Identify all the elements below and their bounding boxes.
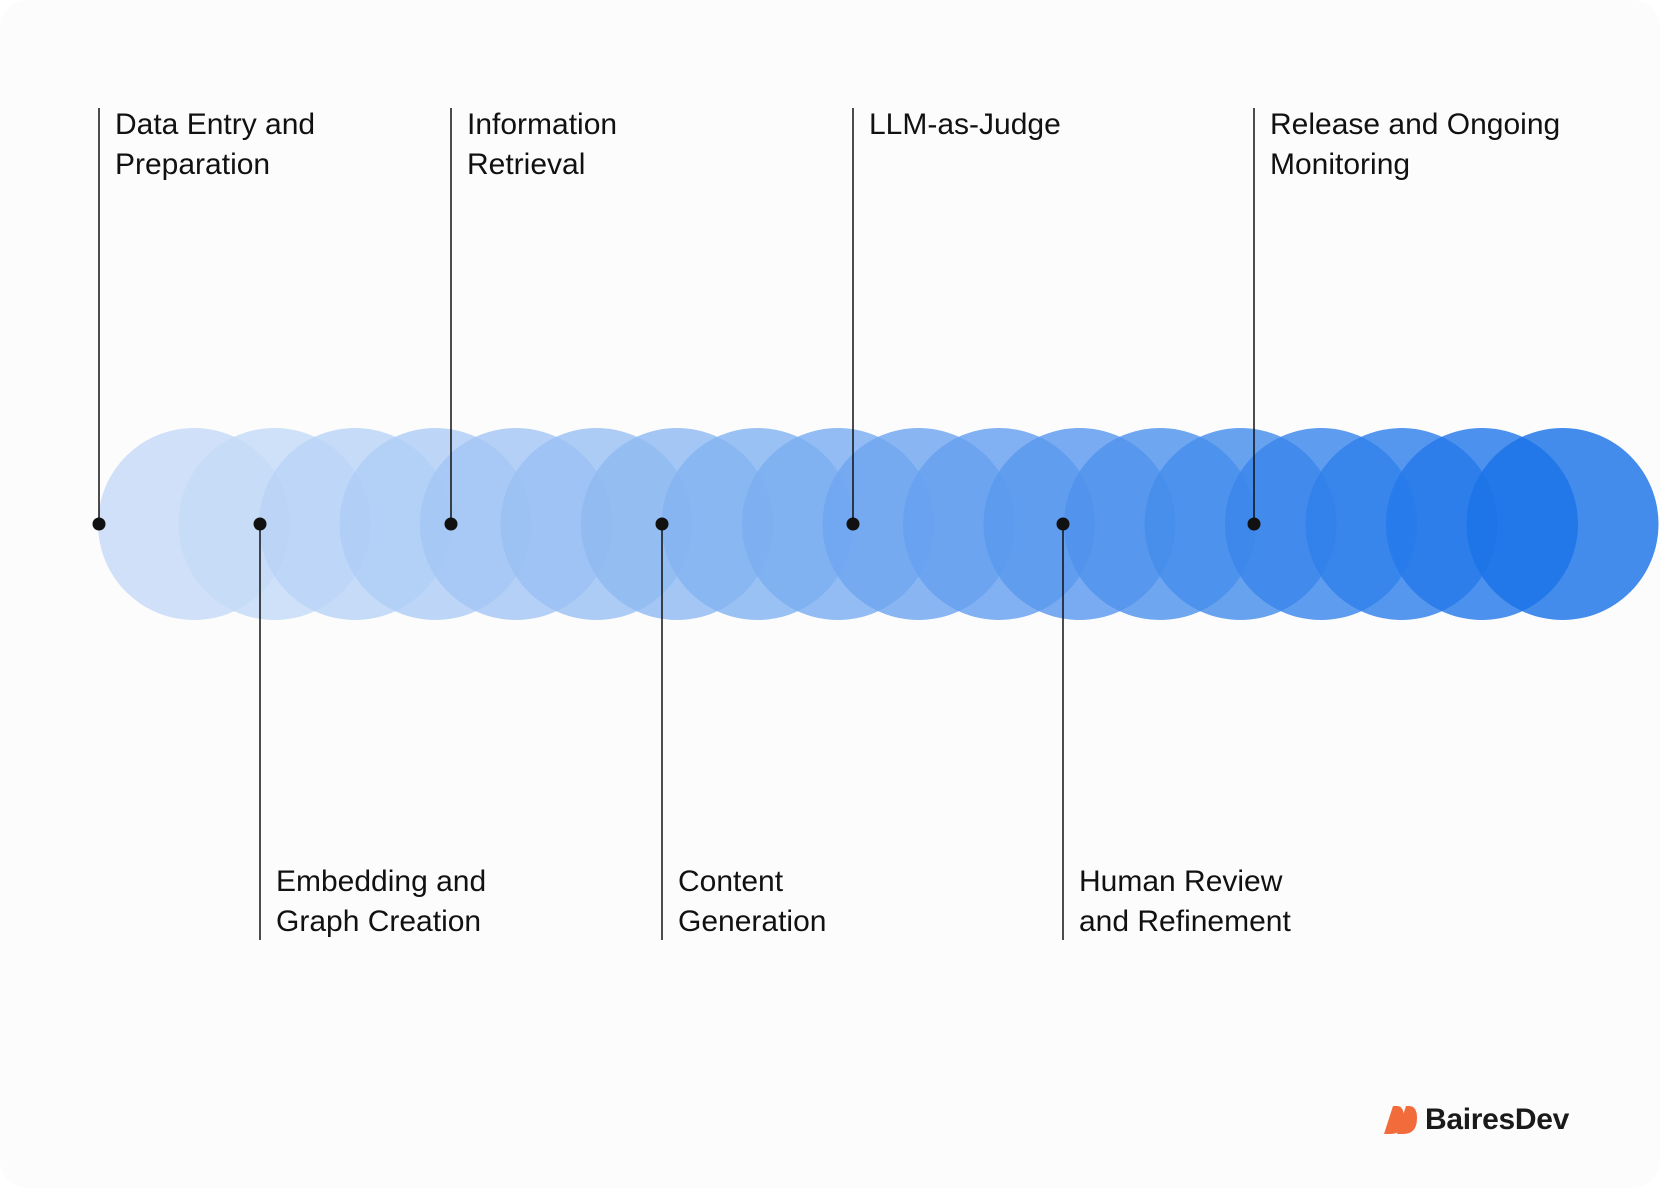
stage-marker-dot bbox=[846, 517, 860, 531]
stage-marker-dot bbox=[92, 517, 106, 531]
stage-marker-dot bbox=[1247, 517, 1261, 531]
brand-name: BairesDev bbox=[1425, 1103, 1570, 1136]
stage-marker-dot bbox=[655, 517, 669, 531]
stage-label: Human Review and Refinement bbox=[1079, 865, 1291, 938]
stage-label-line: Preparation bbox=[115, 148, 270, 181]
stage-label-line: Embedding and bbox=[276, 865, 486, 898]
bairesdev-logo-icon bbox=[1384, 1106, 1417, 1134]
stage-label-line: Monitoring bbox=[1270, 148, 1410, 181]
stage-marker-dot bbox=[253, 517, 267, 531]
stage-connectors bbox=[92, 108, 1261, 940]
brand-logo: BairesDev bbox=[1382, 1098, 1569, 1142]
progression-circle bbox=[1466, 428, 1659, 620]
stage-label-line: Generation bbox=[678, 905, 826, 938]
stage-label: LLM-as-Judge bbox=[869, 108, 1061, 141]
stage-label-line: LLM-as-Judge bbox=[869, 108, 1061, 141]
stage-label-line: Release and Ongoing bbox=[1270, 108, 1560, 141]
stage-label-line: Information bbox=[467, 108, 617, 141]
stage-label-line: Graph Creation bbox=[276, 905, 481, 938]
stage-marker-dot bbox=[1056, 517, 1070, 531]
stage-label-line: Data Entry and bbox=[115, 108, 315, 141]
progression-circles bbox=[98, 428, 1659, 620]
stage-label-line: Human Review bbox=[1079, 865, 1283, 898]
stage-label-line: and Refinement bbox=[1079, 905, 1291, 938]
stage-label-line: Retrieval bbox=[467, 148, 585, 181]
stage-label-line: Content bbox=[678, 865, 784, 898]
stage-marker-dot bbox=[444, 517, 458, 531]
